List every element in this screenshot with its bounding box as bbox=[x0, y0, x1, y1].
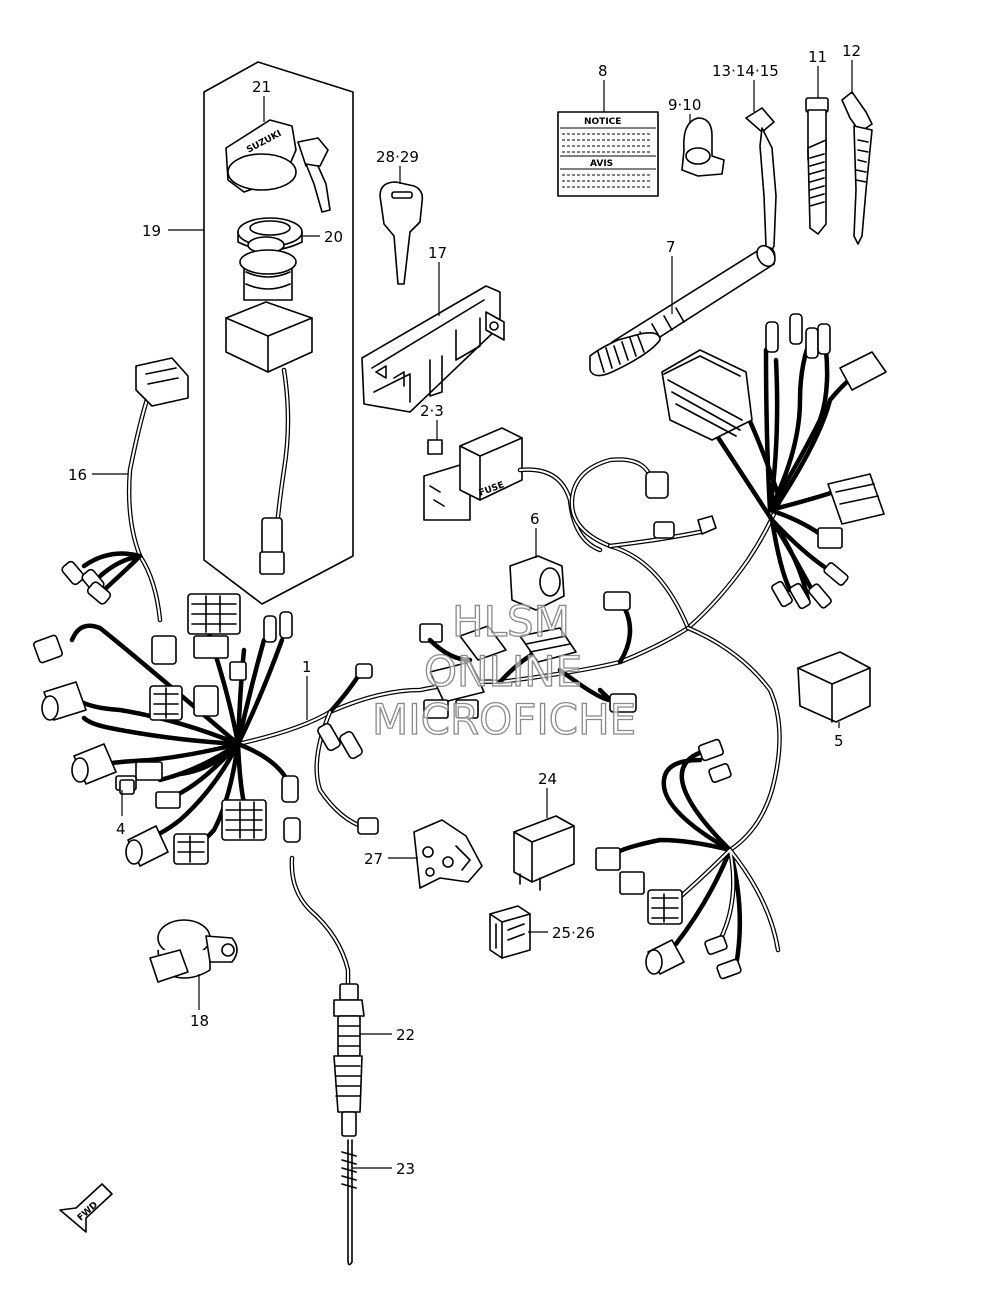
callout-16: 16 bbox=[68, 466, 87, 484]
callout-18: 18 bbox=[190, 1012, 209, 1030]
callout-17: 17 bbox=[428, 244, 447, 262]
protector-tube bbox=[589, 244, 776, 377]
relay bbox=[513, 815, 575, 891]
callout-numbers: 21 20 19 28·29 17 8 9·10 13·14·15 11 12 … bbox=[68, 42, 861, 1178]
ignition-switch-kit: SUZUKI bbox=[203, 61, 354, 605]
main-wiring-harness bbox=[235, 313, 887, 980]
fuse-bracket bbox=[361, 285, 505, 413]
callout-13-14-15: 13·14·15 bbox=[712, 62, 779, 80]
notice-text: NOTICE bbox=[584, 117, 621, 127]
callout-11: 11 bbox=[808, 48, 827, 66]
callout-4: 4 bbox=[116, 820, 126, 838]
callout-1: 1 bbox=[302, 658, 312, 676]
callout-5: 5 bbox=[834, 732, 844, 750]
callout-9-10: 9·10 bbox=[668, 96, 701, 114]
watermark-line-3: MICROFICHE bbox=[372, 695, 636, 744]
ignition-key-housing: SUZUKI bbox=[225, 119, 331, 213]
cable-tie-small bbox=[745, 107, 777, 255]
forward-arrow-icon: FWD bbox=[59, 1183, 113, 1233]
pressure-switch bbox=[149, 919, 238, 983]
coupler bbox=[489, 905, 531, 959]
watermark-line-2: ONLINE bbox=[424, 647, 582, 696]
watermark-line-1: HLSM bbox=[452, 597, 570, 646]
callout-25-26: 25·26 bbox=[552, 924, 595, 942]
callout-21: 21 bbox=[252, 78, 271, 96]
left-connector-cluster bbox=[33, 593, 301, 867]
callout-8: 8 bbox=[598, 62, 608, 80]
callout-19: 19 bbox=[142, 222, 161, 240]
connector-cap-6 bbox=[509, 555, 565, 611]
spare-key bbox=[379, 181, 424, 285]
callout-7: 7 bbox=[666, 238, 676, 256]
sub-harness bbox=[61, 357, 189, 623]
avis-text: AVIS bbox=[590, 159, 613, 169]
leader-lines bbox=[92, 60, 853, 1169]
callout-22: 22 bbox=[396, 1026, 415, 1044]
connector-cap-5 bbox=[797, 651, 871, 723]
callout-24: 24 bbox=[538, 770, 557, 788]
oxygen-sensor bbox=[289, 855, 365, 1137]
wire-clamp bbox=[681, 117, 725, 177]
notice-label: NOTICE AVIS bbox=[557, 111, 659, 197]
callout-12: 12 bbox=[842, 42, 861, 60]
callout-27: 27 bbox=[364, 850, 383, 868]
watermark: HLSM ONLINE MICROFICHE bbox=[371, 596, 636, 744]
cable-tie-mount bbox=[841, 91, 873, 245]
callout-6: 6 bbox=[530, 510, 540, 528]
ignition-switch-body bbox=[225, 236, 313, 575]
relay-bracket bbox=[413, 819, 483, 889]
callout-28-29: 28·29 bbox=[376, 148, 419, 166]
sensor-spring bbox=[341, 1139, 357, 1266]
fuse-box: FUSE bbox=[423, 427, 603, 553]
callout-20: 20 bbox=[324, 228, 343, 246]
callout-23: 23 bbox=[396, 1160, 415, 1178]
cable-tie-strap bbox=[805, 97, 829, 235]
callout-2-3: 2·3 bbox=[420, 402, 444, 420]
